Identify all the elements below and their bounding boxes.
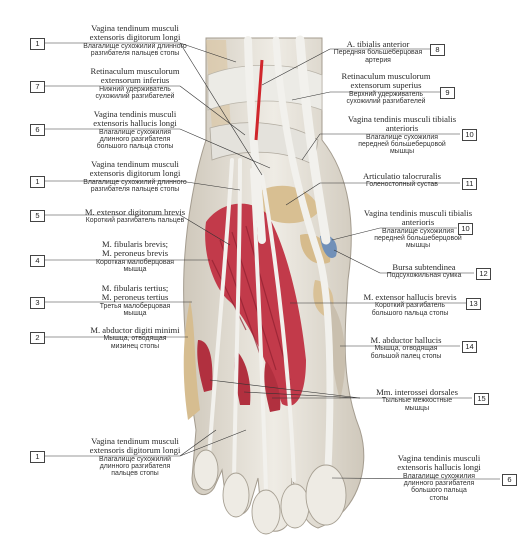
latin-term: Vagina tendinis musculi tibialis anterio… bbox=[347, 114, 457, 134]
callout-number: 7 bbox=[30, 81, 45, 93]
russian-term: Влагалище сухожилий длинного разгибателя… bbox=[98, 455, 172, 478]
lateral-metatarsal bbox=[183, 300, 200, 420]
callout-number: 4 bbox=[30, 255, 45, 267]
callout-number: 10 bbox=[458, 223, 473, 235]
russian-term: Короткая малоберцовая мышца bbox=[95, 258, 175, 274]
russian-term: Влагалище сухожилий длинного разгибателя… bbox=[83, 42, 187, 58]
russian-term: Влагалище сухожилий длинного разгибателя… bbox=[83, 178, 187, 194]
label-ankle-joint: Articulatio talocruralis Голеностопный с… bbox=[340, 171, 464, 189]
latin-term: Vagina tendinum musculi extensoris digit… bbox=[89, 23, 181, 43]
callout-number: 2 bbox=[30, 332, 45, 344]
russian-term: Тыльные межкостные мышцы bbox=[381, 397, 453, 412]
label-extensor-digitorum-sheath-top: Vagina tendinum musculi extensoris digit… bbox=[60, 23, 210, 58]
latin-term: M. extensor digitorum brevis bbox=[84, 207, 186, 217]
callout-number: 8 bbox=[430, 44, 445, 56]
russian-term: Подсухожильная сумка bbox=[386, 272, 462, 280]
label-bursa-subtendinea: Bursa subtendinea Подсухожильная сумка bbox=[372, 262, 476, 280]
latin-term: Vagina tendinis musculi tibialis anterio… bbox=[363, 208, 473, 228]
russian-term: Влагалище сухожилия передней большеберцо… bbox=[374, 227, 462, 250]
latin-term: M. fibularis brevis; M. peroneus brevis bbox=[101, 239, 169, 259]
callout-number: 13 bbox=[466, 298, 481, 310]
toes bbox=[193, 449, 347, 535]
label-extensor-digitorum-brevis: M. extensor digitorum brevis Короткий ра… bbox=[60, 207, 210, 225]
latin-term: Mm. interossei dorsales bbox=[376, 387, 458, 397]
latin-term: A. tibialis anterior bbox=[346, 39, 410, 49]
russian-term: Верхний удерживатель сухожилий разгибате… bbox=[346, 90, 426, 106]
russian-term: Влагалище сухожилия передней большеберцо… bbox=[358, 133, 446, 156]
latin-term: Articulatio talocruralis bbox=[362, 171, 442, 181]
label-abductor-digiti-minimi: M. abductor digiti minimi Мышца, отводящ… bbox=[60, 325, 210, 350]
russian-term: Третья малоберцовая мышца bbox=[99, 302, 171, 318]
label-tibialis-anterior-sheath-low: Vagina tendinis musculi tibialis anterio… bbox=[356, 208, 480, 250]
latin-term: Vagina tendinis musculi extensoris hallu… bbox=[93, 109, 177, 129]
latin-term: M. abductor hallucis bbox=[370, 335, 442, 345]
russian-term: Влагалище сухожилия длинного разгибателя… bbox=[403, 472, 475, 502]
latin-term: Vagina tendinis musculi extensoris hallu… bbox=[397, 453, 481, 473]
latin-term: Retinaculum musculorum extensorum inferi… bbox=[90, 66, 180, 86]
callout-number: 10 bbox=[462, 129, 477, 141]
callout-number: 3 bbox=[30, 297, 45, 309]
label-fibularis-tertius: M. fibularis tertius; M. peroneus tertiu… bbox=[60, 283, 210, 318]
latin-term: M. fibularis tertius; M. peroneus tertiu… bbox=[101, 283, 169, 303]
callout-number: 12 bbox=[476, 268, 491, 280]
muscle-striations bbox=[211, 225, 291, 381]
callout-number: 14 bbox=[462, 341, 477, 353]
label-dorsal-interossei: Mm. interossei dorsales Тыльные межкостн… bbox=[360, 387, 474, 412]
latin-term: Retinaculum musculorum extensorum superi… bbox=[341, 71, 431, 91]
russian-term: Короткий разгибатель большого пальца сто… bbox=[371, 302, 449, 317]
interossei-muscles bbox=[197, 340, 281, 412]
latin-term: Vagina tendinum musculi extensoris digit… bbox=[89, 436, 181, 456]
russian-term: Передняя большеберцовая артерия bbox=[333, 49, 423, 64]
latin-term: Bursa subtendinea bbox=[392, 262, 456, 272]
label-extensor-hallucis-sheath-toe: Vagina tendinis musculi extensoris hallu… bbox=[380, 453, 498, 502]
russian-term: Мышца, отводящая мизинец стопы bbox=[103, 335, 167, 350]
callout-number: 1 bbox=[30, 176, 45, 188]
label-extensor-hallucis-sheath: Vagina tendinis musculi extensoris hallu… bbox=[60, 109, 210, 151]
label-fibularis-brevis: M. fibularis brevis; M. peroneus brevis … bbox=[60, 239, 210, 274]
russian-term: Влагалище сухожилия длинного разгибателя… bbox=[96, 128, 174, 151]
abductor-hallucis-muscle bbox=[329, 300, 346, 400]
label-extensor-digitorum-sheath-toes: Vagina tendinum musculi extensoris digit… bbox=[60, 436, 210, 478]
label-anterior-tibial-artery: A. tibialis anterior Передняя большеберц… bbox=[322, 39, 434, 64]
label-extensor-digitorum-sheath-mid: Vagina tendinum musculi extensoris digit… bbox=[60, 159, 210, 194]
callout-number: 9 bbox=[440, 87, 455, 99]
callout-number: 1 bbox=[30, 38, 45, 50]
callout-number: 5 bbox=[30, 210, 45, 222]
label-tibialis-anterior-sheath-top: Vagina tendinis musculi tibialis anterio… bbox=[340, 114, 464, 156]
label-inferior-retinaculum: Retinaculum musculorum extensorum inferi… bbox=[60, 66, 210, 101]
russian-term: Нижний удерживатель сухожилий разгибател… bbox=[95, 85, 175, 101]
callout-number: 11 bbox=[462, 178, 477, 190]
russian-term: Голеностопный сустав bbox=[366, 181, 438, 189]
latin-term: M. extensor hallucis brevis bbox=[363, 292, 457, 302]
callout-number: 15 bbox=[474, 393, 489, 405]
label-extensor-hallucis-brevis: M. extensor hallucis brevis Короткий раз… bbox=[352, 292, 468, 317]
russian-term: Мышца, отводящая большой палец стопы bbox=[370, 345, 442, 360]
russian-term: Короткий разгибатель пальцев bbox=[85, 217, 185, 225]
label-superior-retinaculum: Retinaculum musculorum extensorum superi… bbox=[330, 71, 442, 106]
callout-number: 1 bbox=[30, 451, 45, 463]
label-abductor-hallucis: M. abductor hallucis Мышца, отводящая бо… bbox=[348, 335, 464, 360]
latin-term: M. abductor digiti minimi bbox=[90, 325, 180, 335]
callout-number: 6 bbox=[30, 124, 45, 136]
latin-term: Vagina tendinum musculi extensoris digit… bbox=[89, 159, 181, 179]
callout-number: 6 bbox=[502, 474, 517, 486]
